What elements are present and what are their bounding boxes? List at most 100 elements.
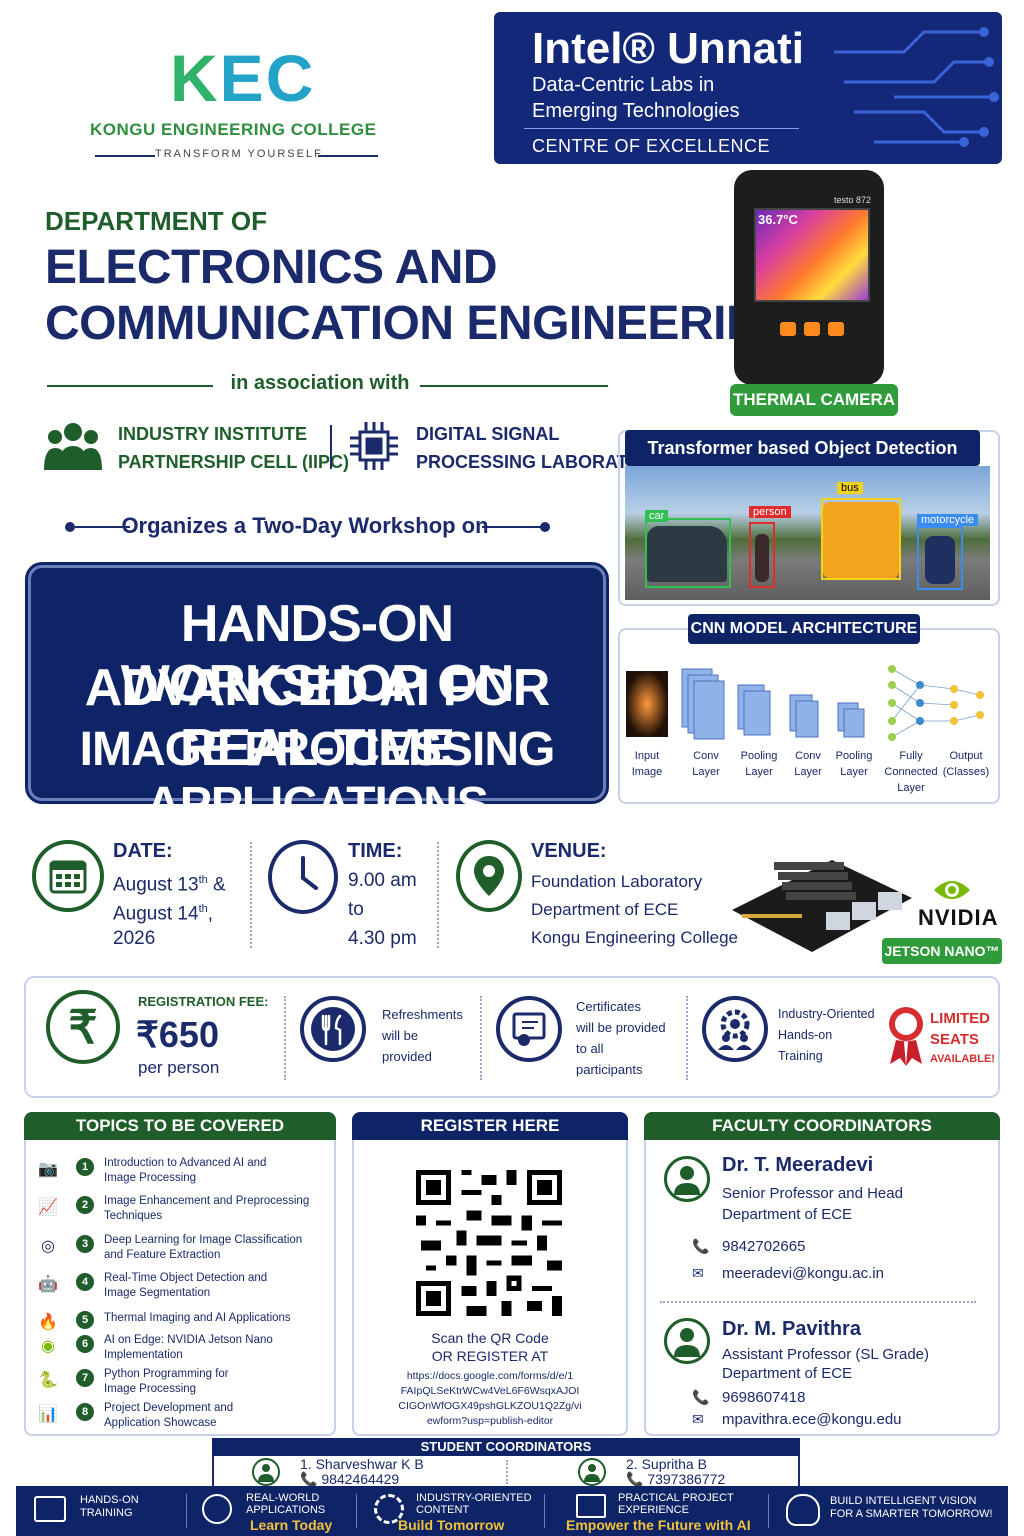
robot-icon: 🤖 — [38, 1276, 58, 1293]
faculty-1-email[interactable]: meeradevi@kongu.ac.in — [722, 1265, 884, 1282]
analytics-icon: 📊 — [38, 1406, 58, 1423]
certificates-line-3: to all — [576, 1041, 604, 1056]
faculty-divider — [660, 1301, 976, 1303]
faculty-2-dept: Department of ECE — [722, 1365, 853, 1382]
schedule-divider — [437, 842, 439, 948]
kec-logo-letters-rest: EC — [219, 41, 316, 115]
footer-item-4-line-1: PRACTICAL PROJECT — [618, 1492, 734, 1504]
student-divider — [506, 1460, 508, 1484]
certificate-icon — [496, 996, 562, 1062]
footer-banner: HANDS-ON TRAINING REAL-WORLD APPLICATION… — [16, 1486, 1008, 1536]
schedule-divider — [250, 842, 252, 948]
association-divider — [330, 425, 332, 469]
footer-item-2-line-1: REAL-WORLD — [246, 1492, 320, 1504]
student-1-phone[interactable]: 📞 9842464429 — [300, 1471, 400, 1487]
dsp-label-2: PROCESSING LABORATORY — [416, 452, 666, 472]
thermal-button-icon — [804, 322, 820, 336]
iipc-label-2: PARTNERSHIP CELL (IIPC) — [118, 452, 350, 472]
date-line-2: August 14th, — [113, 903, 214, 925]
footer-item-5-line-1: BUILD INTELLIGENT VISION — [830, 1495, 977, 1507]
footer-item-5-line-2: FOR A SMARTER TOMORROW! — [830, 1508, 993, 1520]
venue-heading: VENUE: — [531, 840, 607, 862]
camera-icon: 📷 — [38, 1161, 58, 1178]
workshop-title-line-2: ADVANCED AI FOR REAL-TIME — [84, 659, 551, 777]
car-shape — [647, 526, 727, 582]
jetson-nano-label: JETSON NANO™ — [882, 938, 1002, 964]
person-avatar-icon — [664, 1318, 710, 1364]
assoc-rule-left — [47, 385, 213, 387]
strip-divider — [686, 996, 688, 1080]
industry-line-3: Training — [778, 1049, 823, 1063]
object-detection-image: car person bus motorcycle — [625, 466, 990, 600]
time-end: 4.30 pm — [348, 928, 417, 949]
time-start: 9.00 am — [348, 870, 417, 891]
target-icon: ◎ — [41, 1238, 55, 1255]
date-heading: DATE: — [113, 840, 173, 862]
phone-icon: 📞 — [300, 1471, 322, 1487]
intel-coe-label: CENTRE OF EXCELLENCE — [532, 136, 771, 156]
certificates-line-2: will be provided — [576, 1020, 666, 1035]
faculty-2-name: Dr. M. Pavithra — [722, 1318, 861, 1340]
student-2-phone[interactable]: 📞 7397386772 — [626, 1471, 726, 1487]
iipc-label-1: INDUSTRY INSTITUTE — [118, 424, 308, 444]
chart-icon: 📈 — [38, 1199, 58, 1216]
refreshments-line-2: will be — [382, 1028, 419, 1043]
footer-divider — [356, 1494, 357, 1528]
footer-item-1-line-1: HANDS-ON — [80, 1494, 139, 1506]
cnn-layer-label: Output(Classes) — [942, 750, 990, 778]
motorcycle-shape — [925, 536, 955, 584]
gear-icon — [374, 1494, 404, 1524]
strip-divider — [480, 996, 482, 1080]
qr-code[interactable] — [416, 1170, 562, 1316]
fee-per-person: per person — [138, 1058, 220, 1077]
fee-amount: ₹650 — [136, 1014, 219, 1055]
kec-logo-letters: K — [170, 41, 220, 115]
certificates-line-4: participants — [576, 1062, 643, 1077]
footer-divider — [768, 1494, 769, 1528]
limited-seats-line-1: LIMITED — [930, 1010, 990, 1027]
footer-item-1-line-2: TRAINING — [80, 1507, 133, 1519]
refreshments-line-3: provided — [382, 1049, 432, 1064]
rupee-icon: ₹ — [46, 990, 120, 1064]
registration-info-strip — [24, 976, 1000, 1098]
email-icon: ✉ — [692, 1411, 704, 1427]
footer-divider — [186, 1494, 187, 1528]
phone-icon: 📞 — [692, 1238, 710, 1254]
nvidia-eye-icon — [934, 881, 970, 899]
workshop-title-line-1: HANDS-ON WORKSHOP ON — [120, 595, 515, 713]
faculty-1-phone[interactable]: 9842702665 — [722, 1238, 806, 1255]
intel-title: Intel® Unnati — [532, 24, 804, 73]
strip-divider — [284, 996, 286, 1080]
limited-seats-line-3: AVAILABLE! — [930, 1053, 995, 1065]
gear-team-icon — [702, 996, 768, 1062]
certificates-line-1: Certificates — [576, 999, 642, 1014]
object-detection-title: Transformer based Object Detection — [625, 430, 980, 466]
email-icon: ✉ — [692, 1265, 704, 1281]
bus-label: bus — [837, 482, 863, 494]
brain-icon — [786, 1494, 820, 1526]
faculty-2-role: Assistant Professor (SL Grade) — [722, 1346, 930, 1363]
footer-item-2-slogan: Learn Today — [250, 1517, 333, 1533]
industry-line-1: Industry-Oriented — [778, 1007, 875, 1021]
dept-name-line-2: COMMUNICATION ENGINEERING — [45, 297, 797, 350]
register-heading: REGISTER HERE — [352, 1112, 628, 1140]
bus-bbox — [821, 498, 901, 580]
industry-line-2: Hands-on — [778, 1028, 833, 1042]
thermal-button-icon — [780, 322, 796, 336]
phone-icon: 📞 — [626, 1471, 648, 1487]
car-bbox — [645, 518, 731, 588]
faculty-2-email[interactable]: mpavithra.ece@kongu.edu — [722, 1411, 902, 1428]
footer-item-3-line-1: INDUSTRY-ORIENTED — [416, 1492, 532, 1504]
faculty-2-phone[interactable]: 9698607418 — [722, 1389, 806, 1406]
person-avatar-icon — [578, 1458, 606, 1486]
